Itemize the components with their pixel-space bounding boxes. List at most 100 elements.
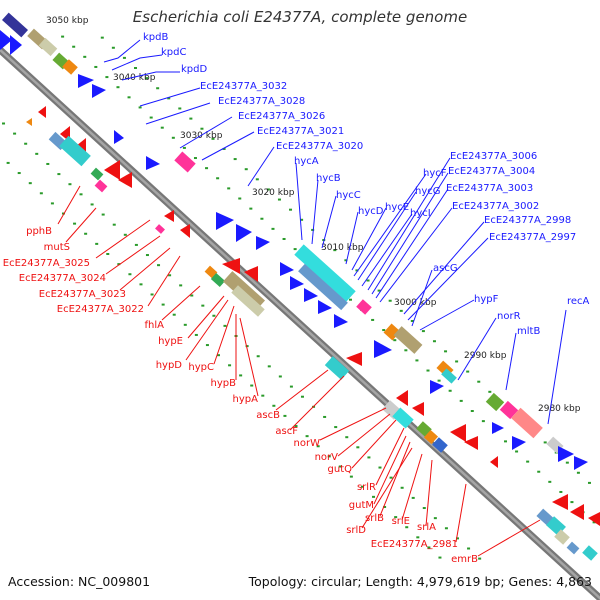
tick-dot [100, 36, 104, 39]
tick-dot [128, 273, 132, 276]
gene-label-forward: recA [567, 296, 590, 307]
tick-dot [267, 365, 271, 368]
gene-label-forward: EcE24377A_3002 [452, 201, 539, 212]
tick-dot [477, 380, 481, 383]
gene-label-forward: EcE24377A_3003 [446, 183, 533, 194]
tick-dot [278, 375, 282, 378]
tick-dot [300, 395, 304, 398]
tick-dot [415, 359, 419, 362]
tick-dot [134, 67, 138, 70]
gene-label-forward: hypF [474, 294, 499, 305]
tick-dot [160, 126, 164, 129]
gene-label-forward: hycC [336, 190, 361, 201]
tick-dot [116, 86, 120, 89]
kbp-tick-label: 3040 kbp [113, 73, 156, 83]
tick-dot [438, 556, 442, 559]
gene-label-reverse: norV [315, 452, 339, 463]
tick-dot [316, 445, 320, 448]
accession-text: Accession: NC_009801 [8, 574, 151, 589]
gene-label-forward: hycD [358, 206, 384, 217]
tick-dot [127, 96, 131, 99]
tick-dot [73, 222, 77, 225]
tick-dot [411, 496, 415, 499]
tick-dot [334, 426, 338, 429]
gene-label-forward: hycI [410, 208, 431, 219]
tick-dot [138, 106, 142, 109]
tick-dot [448, 389, 452, 392]
tick-dot [389, 476, 393, 479]
gene-label-reverse: fhlA [145, 320, 165, 331]
tick-dot [123, 233, 127, 236]
gene-label-reverse: srlB [365, 513, 384, 524]
tick-dot [149, 116, 153, 119]
kbp-tick-label: 2980 kbp [538, 404, 581, 414]
tick-dots [2, 35, 596, 560]
tick-dot [388, 299, 392, 302]
tick-dot [200, 127, 204, 130]
gene-label-forward: kpdD [181, 64, 207, 75]
tick-dot [271, 227, 275, 230]
tick-dot [168, 274, 172, 277]
gene-label-reverse: hypD [156, 360, 183, 371]
gene-label-forward: EcE24377A_2997 [489, 232, 576, 243]
tick-dot [348, 298, 352, 301]
gene-label-forward: EcE24377A_3032 [200, 81, 287, 92]
tick-dot [167, 97, 171, 100]
tick-dot [256, 355, 260, 358]
tick-dot [183, 323, 187, 326]
gene-label-reverse: gutQ [328, 464, 353, 475]
tick-dot [161, 303, 165, 306]
tick-dot [39, 192, 43, 195]
tick-dot [83, 55, 87, 58]
kbp-tick-label: 3020 kbp [252, 188, 295, 198]
gene-label-forward: hycE [385, 202, 409, 213]
tick-dot [101, 213, 105, 216]
tick-dot [145, 254, 149, 257]
tick-dot [112, 223, 116, 226]
tick-dot [576, 471, 580, 474]
gene-label-reverse: srlE [392, 516, 410, 527]
gene-label-reverse: EcE24377A_3024 [19, 273, 106, 284]
tick-dot [72, 45, 76, 48]
tick-dot [150, 293, 154, 296]
tick-dot [366, 279, 370, 282]
tick-dot [190, 294, 194, 297]
tick-dot [327, 455, 331, 458]
tick-dot [117, 263, 121, 266]
tick-dot [294, 425, 298, 428]
gene-label-forward: EcE24377A_3021 [257, 126, 344, 137]
tick-dot [488, 390, 492, 393]
tick-dot [205, 344, 209, 347]
tick-dot [371, 318, 375, 321]
tick-dot [289, 385, 293, 388]
tick-dot [421, 330, 425, 333]
gene-label-reverse: gutM [349, 500, 374, 511]
tick-dot [455, 360, 459, 363]
gene-label-reverse: EcE24377A_3023 [39, 289, 126, 300]
tick-dot [79, 193, 83, 196]
tick-dot [182, 146, 186, 149]
gene-label-forward: hycG [415, 186, 441, 197]
gene-label-forward: norR [497, 311, 521, 322]
tick-dot [433, 517, 437, 520]
tick-dot [565, 461, 569, 464]
tick-dot [145, 77, 149, 80]
tick-dot [432, 340, 436, 343]
tick-dot [17, 172, 21, 175]
tick-dot [61, 212, 65, 215]
tick-dot [543, 441, 547, 444]
tick-dot [211, 137, 215, 140]
tick-dot [255, 178, 259, 181]
tick-dot [399, 309, 403, 312]
tick-dot [122, 56, 126, 59]
gene-label-reverse: emrB [451, 554, 478, 565]
kbp-tick-label: 3030 kbp [180, 131, 223, 141]
map-title: Escherichia coli E24377A, complete genom… [132, 8, 468, 26]
tick-dot [245, 345, 249, 348]
gene-label-reverse: ascF [275, 426, 298, 437]
tick-dot [382, 329, 386, 332]
tick-dot [223, 324, 227, 327]
tick-dot [394, 516, 398, 519]
tick-dot [367, 456, 371, 459]
tick-dot [559, 490, 563, 493]
